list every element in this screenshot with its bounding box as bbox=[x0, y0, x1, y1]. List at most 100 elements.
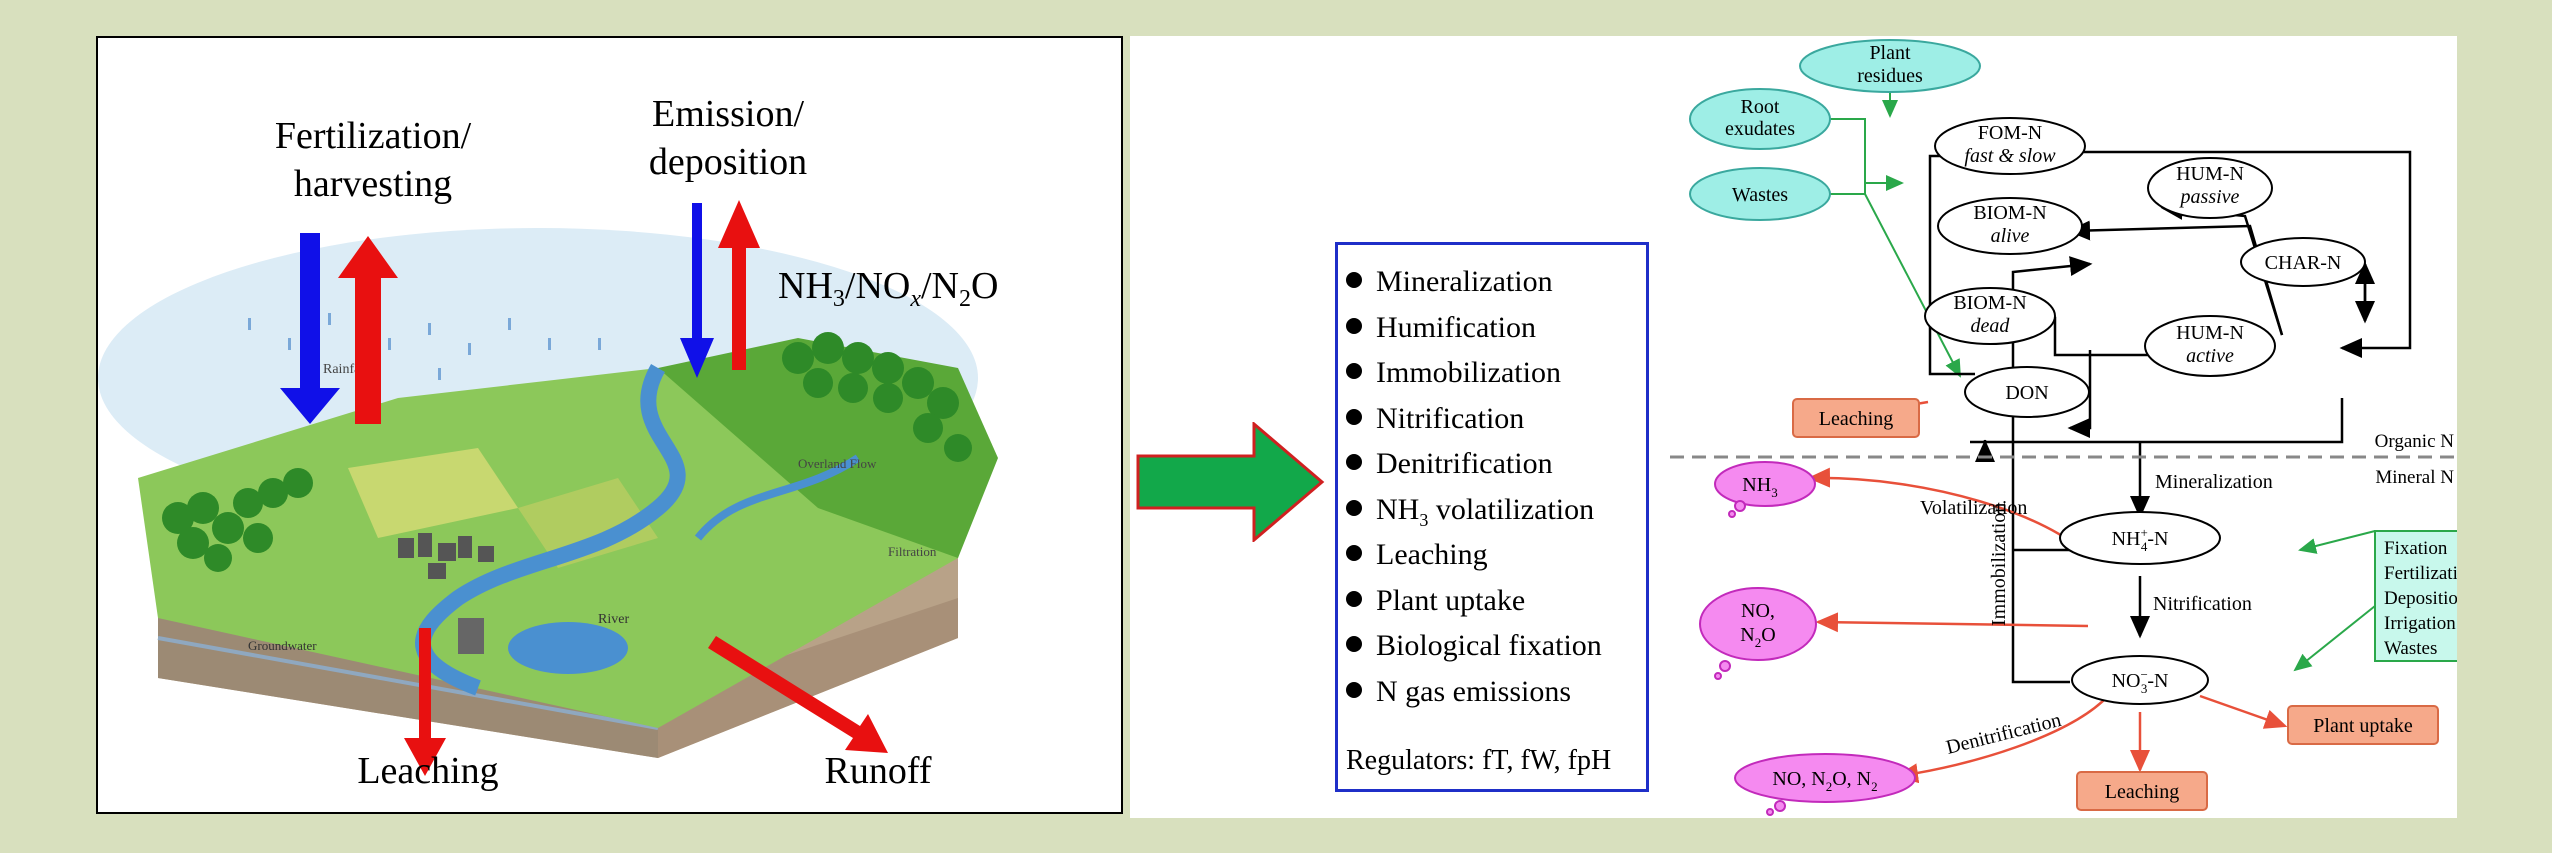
bullet-icon bbox=[1346, 454, 1362, 470]
bullet-icon bbox=[1346, 499, 1362, 516]
forest-right bbox=[782, 332, 972, 462]
town bbox=[398, 533, 494, 579]
no-n2o-label-2: N2O bbox=[1740, 624, 1775, 650]
process-item-plant-uptake: Plant uptake bbox=[1346, 578, 1646, 624]
fom-label-1: FOM-N bbox=[1978, 122, 2042, 144]
process-item-humification: Humification bbox=[1346, 305, 1646, 351]
no-n2o-label-1: NO, bbox=[1741, 600, 1775, 622]
biom-alive-node bbox=[1937, 197, 2083, 255]
plant-residues-node bbox=[1799, 39, 1981, 93]
filtration-label: Filtration bbox=[888, 544, 937, 559]
bullet-icon bbox=[1346, 590, 1362, 607]
no3-node bbox=[2071, 655, 2209, 705]
leaching-label: Leaching bbox=[357, 750, 498, 792]
landscape-illustration: Rainfall Overland Flow Filtration River … bbox=[98, 93, 998, 792]
leaching-bottom-label: Leaching bbox=[2105, 781, 2179, 803]
wastes-node bbox=[1689, 167, 1831, 221]
fertilization-down-arrow bbox=[280, 233, 340, 424]
process-item-denitrification: Denitrification bbox=[1346, 441, 1646, 487]
hum-active-label-1: HUM-N bbox=[2176, 322, 2244, 344]
biom-alive-label-1: BIOM-N bbox=[1973, 202, 2046, 224]
leaching-down-arrow bbox=[404, 628, 446, 776]
volatilization-label: Volatilization bbox=[1920, 497, 2027, 519]
char-n-node bbox=[2240, 237, 2366, 287]
deposition-down-arrow bbox=[680, 203, 714, 378]
emission-label-line2: deposition bbox=[649, 141, 807, 183]
gases-label: NH3/NOx/N2O bbox=[778, 265, 998, 312]
process-item-nh3-volatilization: NH3 volatilization bbox=[1346, 487, 1646, 533]
process-item-immobilization: Immobilization bbox=[1346, 350, 1646, 396]
biom-dead-label-2: dead bbox=[1971, 315, 2011, 337]
hum-passive-label-2: passive bbox=[2179, 186, 2240, 208]
n-cycle-diagram: Plant residues Root exudates Wastes FOM-… bbox=[1670, 39, 2457, 816]
input-deposition: Deposition bbox=[2384, 588, 2457, 609]
regulators-label: Regulators: fT, fW, fpH bbox=[1346, 745, 1612, 776]
process-item-mineralization: Mineralization bbox=[1346, 259, 1646, 305]
no3-label: NO−3-N bbox=[2112, 667, 2169, 696]
nh3-label: NH3 bbox=[1742, 474, 1777, 500]
plant-uptake-label: Plant uptake bbox=[2313, 715, 2413, 737]
fertilization-label-line2: harvesting bbox=[294, 163, 452, 205]
bullet-icon bbox=[1346, 636, 1362, 652]
plant-residues-label-1: Plant bbox=[1869, 42, 1911, 64]
process-item-n-gas-emissions: N gas emissions bbox=[1346, 669, 1646, 715]
input-fixation: Fixation bbox=[2384, 538, 2448, 559]
mineralization-label: Mineralization bbox=[2155, 471, 2273, 493]
emission-up-arrow bbox=[718, 200, 760, 370]
nh3-cloud bbox=[1714, 461, 1816, 518]
process-item-nitrification: Nitrification bbox=[1346, 396, 1646, 442]
input-fertilization: Fertilization bbox=[2384, 563, 2457, 584]
hum-passive-label-1: HUM-N bbox=[2176, 163, 2244, 185]
root-exudates-label-1: Root bbox=[1741, 96, 1780, 118]
landscape-panel: Rainfall Overland Flow Filtration River … bbox=[96, 36, 1123, 814]
emission-label-line1: Emission/ bbox=[652, 93, 804, 135]
nh4-node bbox=[2059, 511, 2221, 565]
biom-alive-label-2: alive bbox=[1991, 225, 2030, 247]
bullet-icon bbox=[1346, 408, 1362, 425]
big-green-arrow bbox=[1136, 422, 1325, 542]
fertilization-label-line1: Fertilization/ bbox=[275, 115, 472, 157]
hum-passive-node bbox=[2147, 157, 2273, 219]
plant-uptake-box bbox=[2287, 705, 2439, 745]
process-list-box: Mineralization Humification Immobilizati… bbox=[1335, 242, 1649, 792]
forest-left bbox=[162, 468, 313, 572]
leaching-bottom-box bbox=[2076, 771, 2208, 811]
fom-label-2: fast & slow bbox=[1964, 145, 2056, 167]
root-exudates-label-2: exudates bbox=[1725, 118, 1795, 140]
nitrification-label: Nitrification bbox=[2153, 593, 2252, 615]
groundwater-label: Groundwater bbox=[248, 638, 317, 653]
nh4-label: NH+4-N bbox=[2112, 525, 2169, 554]
nitrogen-model-panel: Mineralization Humification Immobilizati… bbox=[1130, 36, 2457, 818]
green-connectors bbox=[1823, 91, 2376, 672]
input-wastes: Wastes bbox=[2384, 638, 2437, 659]
river-label: River bbox=[598, 612, 629, 627]
input-irrigation: Irrigation bbox=[2384, 613, 2456, 634]
hum-active-label-2: active bbox=[2186, 345, 2234, 367]
gas-all-label: NO, N2O, N2 bbox=[1772, 768, 1877, 794]
char-label: CHAR-N bbox=[2265, 252, 2342, 274]
mineral-n-label: Mineral N bbox=[2375, 467, 2454, 488]
overland-flow-label: Overland Flow bbox=[798, 456, 877, 471]
process-item-leaching: Leaching bbox=[1346, 532, 1646, 578]
runoff-arrow bbox=[708, 636, 888, 753]
bullet-icon bbox=[1346, 317, 1362, 334]
no-n2o-n2-cloud bbox=[1734, 753, 1916, 816]
don-label: DON bbox=[2005, 382, 2048, 404]
plant-residues-label-2: residues bbox=[1857, 65, 1923, 87]
inputs-box bbox=[2374, 530, 2457, 662]
bullet-icon bbox=[1346, 545, 1362, 561]
organic-n-label: Organic N bbox=[2375, 431, 2455, 452]
root-exudates-node bbox=[1689, 88, 1831, 150]
fom-n-node bbox=[1934, 117, 2086, 175]
bullet-icon bbox=[1346, 681, 1362, 698]
immobilization-label: Immobilization bbox=[1988, 503, 2010, 626]
biom-dead-label-1: BIOM-N bbox=[1953, 292, 2026, 314]
don-node bbox=[1964, 366, 2090, 418]
process-item-biological-fixation: Biological fixation bbox=[1346, 623, 1646, 669]
leaching-top-box bbox=[1792, 398, 1920, 438]
bullet-icon bbox=[1346, 363, 1362, 379]
bullet-icon bbox=[1346, 272, 1362, 288]
runoff-label: Runoff bbox=[825, 750, 932, 792]
biom-dead-node bbox=[1924, 287, 2056, 345]
wastes-label: Wastes bbox=[1732, 184, 1788, 206]
